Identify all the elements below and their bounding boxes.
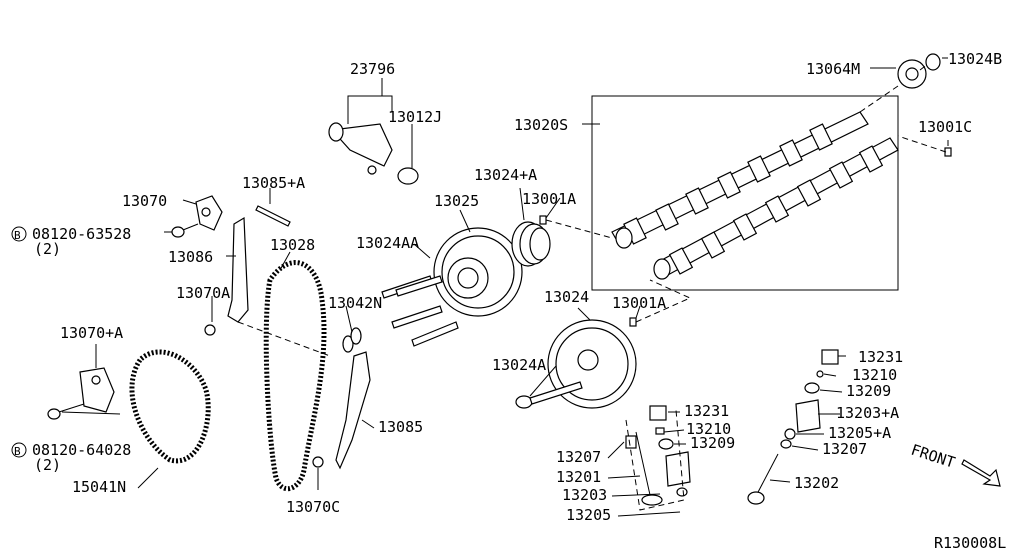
label-13042N: 13042N xyxy=(328,294,382,312)
label-13203A-plus: 13203+A xyxy=(836,404,899,422)
label-13231-right: 13231 xyxy=(858,348,903,366)
label-13024A-plus: 13024+A xyxy=(474,166,537,184)
valve-set-center xyxy=(625,405,691,506)
label-13024A: 13024A xyxy=(492,356,546,374)
label-08120-63528: 08120-63528 xyxy=(32,225,131,243)
label-13209-center: 13209 xyxy=(690,434,735,452)
bolt-13070C xyxy=(312,456,324,468)
label-13205: 13205 xyxy=(566,506,611,524)
bolts-13024AA xyxy=(381,275,459,347)
pin-13001A-upper xyxy=(539,215,547,225)
label-13231-center: 13231 xyxy=(684,402,729,420)
label-13028: 13028 xyxy=(270,236,315,254)
label-13202: 13202 xyxy=(794,474,839,492)
label-15041N: 15041N xyxy=(72,478,126,496)
bolt-marker-63528: B xyxy=(11,226,27,242)
label-08120-64028: 08120-64028 xyxy=(32,441,131,459)
label-13012J: 13012J xyxy=(388,108,442,126)
label-13207-right: 13207 xyxy=(822,440,867,458)
valve-set-right xyxy=(747,349,839,505)
timing-chain-15041N xyxy=(129,349,211,464)
label-13201: 13201 xyxy=(556,468,601,486)
label-13024AA: 13024AA xyxy=(356,234,419,252)
tensioner-13070 xyxy=(195,195,223,231)
tensioner-13070A-plus xyxy=(79,367,115,413)
chain-guide-13086 xyxy=(227,216,249,323)
label-13001A-mid: 13001A xyxy=(612,294,666,312)
label-13210-right: 13210 xyxy=(852,366,897,384)
bolt-08120-63528 xyxy=(171,223,199,238)
bolt-13070A xyxy=(204,324,216,336)
label-13001A-top: 13001A xyxy=(522,190,576,208)
pin-13001A-lower xyxy=(629,317,637,327)
label-13203: 13203 xyxy=(562,486,607,504)
bolt-13024A xyxy=(515,381,583,409)
timing-chain-13028 xyxy=(263,260,327,492)
front-arrow-icon xyxy=(961,459,1001,487)
label-13024: 13024 xyxy=(544,288,589,306)
spring-13024A-plus xyxy=(511,221,551,267)
label-13070A: 13070A xyxy=(176,284,230,302)
cam-sprocket-13025 xyxy=(433,227,523,317)
o-ring-13012J xyxy=(397,167,419,185)
label-qty-64028: (2) xyxy=(34,456,61,474)
label-13086: 13086 xyxy=(168,248,213,266)
label-qty-63528: (2) xyxy=(34,240,61,258)
washer-13042N xyxy=(342,327,362,353)
chain-guide-13085 xyxy=(335,351,371,470)
label-13070: 13070 xyxy=(122,192,167,210)
label-13070A-plus: 13070+A xyxy=(60,324,123,342)
camshaft-assembly-box xyxy=(591,95,899,291)
camshaft-upper xyxy=(611,111,869,249)
label-13085: 13085 xyxy=(378,418,423,436)
leader-lines xyxy=(61,57,949,517)
label-13001C: 13001C xyxy=(918,118,972,136)
label-13070C: 13070C xyxy=(286,498,340,516)
label-front: FRONT xyxy=(909,441,958,472)
bolt-marker-64028: B xyxy=(11,442,27,458)
label-13205A-plus: 13205+A xyxy=(828,424,891,442)
label-13207-center: 13207 xyxy=(556,448,601,466)
camshaft-lower xyxy=(653,137,899,280)
label-13025: 13025 xyxy=(434,192,479,210)
cam-position-sensor-23796 xyxy=(328,122,393,175)
label-13024B: 13024B xyxy=(948,50,1002,68)
label-23796: 23796 xyxy=(350,60,395,78)
reference-code: R130008L xyxy=(934,534,1006,552)
label-13210-center: 13210 xyxy=(686,420,731,438)
bolt-marker-letter: B xyxy=(14,445,21,458)
label-13064M: 13064M xyxy=(806,60,860,78)
label-13209-right: 13209 xyxy=(846,382,891,400)
cam-sprocket-13024 xyxy=(547,319,637,409)
sprocket-13064M xyxy=(897,59,927,89)
pin-13085A xyxy=(255,205,291,227)
label-13085A-plus: 13085+A xyxy=(242,174,305,192)
bolt-13024B xyxy=(925,53,941,71)
label-13020S: 13020S xyxy=(514,116,568,134)
bolt-marker-letter: B xyxy=(14,229,21,242)
bolt-08120-64028 xyxy=(47,403,85,420)
